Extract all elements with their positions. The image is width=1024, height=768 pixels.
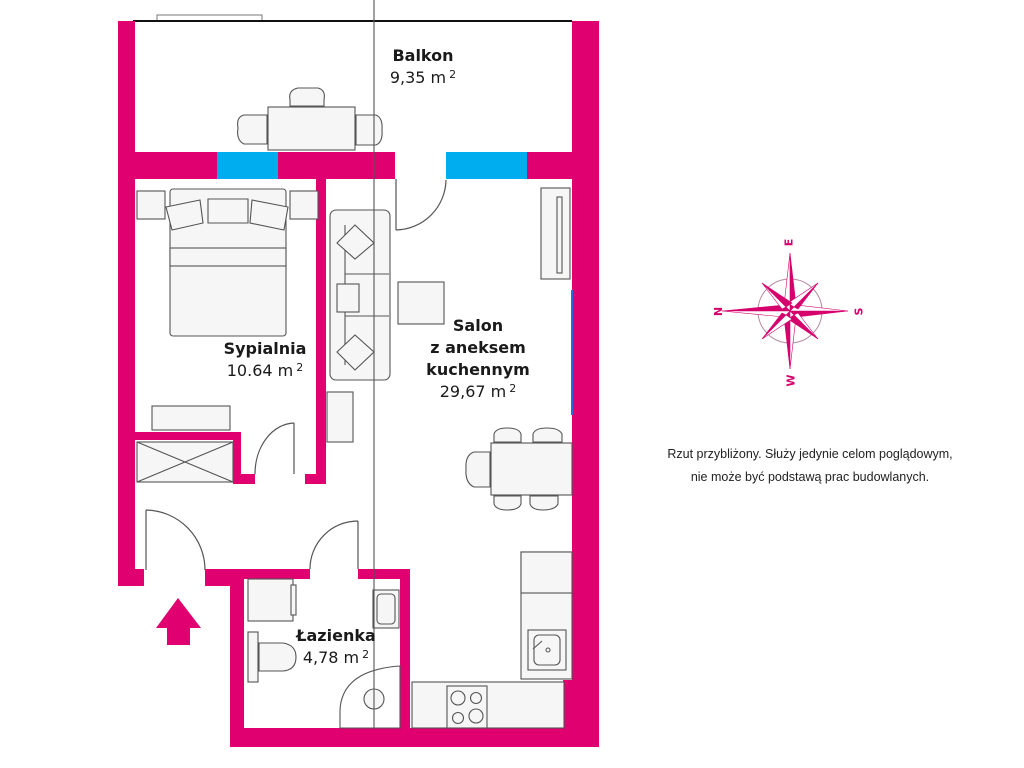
bedroom-window [217, 152, 278, 179]
entrance-arrow-icon [156, 598, 201, 645]
compass-label-n: N [712, 306, 726, 317]
disclaimer-line-2: nie może być podstawą prac budowlanych. [690, 470, 930, 484]
room-name: Balkon [392, 46, 454, 65]
living-window [446, 152, 527, 179]
room-name: Salon [452, 316, 504, 335]
room-name: z aneksem [430, 338, 526, 357]
room-name: kuchennym [426, 360, 530, 379]
furniture [136, 0, 573, 729]
room-name: Sypialnia [223, 339, 307, 358]
compass-label-e: E [782, 238, 796, 247]
compass-label-w: W [784, 374, 798, 387]
balcony-railing [133, 14, 572, 22]
compass-label-s: S [852, 307, 866, 316]
doors [145, 179, 447, 571]
room-name: Łazienka [296, 626, 376, 645]
disclaimer-line-1: Rzut przybliżony. Służy jedynie celom po… [667, 447, 953, 461]
balcony-table [237, 87, 383, 151]
walls [118, 21, 599, 747]
windows [217, 152, 527, 179]
disclaimer-note: Rzut przybliżony. Służy jedynie celom po… [640, 443, 980, 489]
compass-rose-icon [721, 252, 849, 370]
